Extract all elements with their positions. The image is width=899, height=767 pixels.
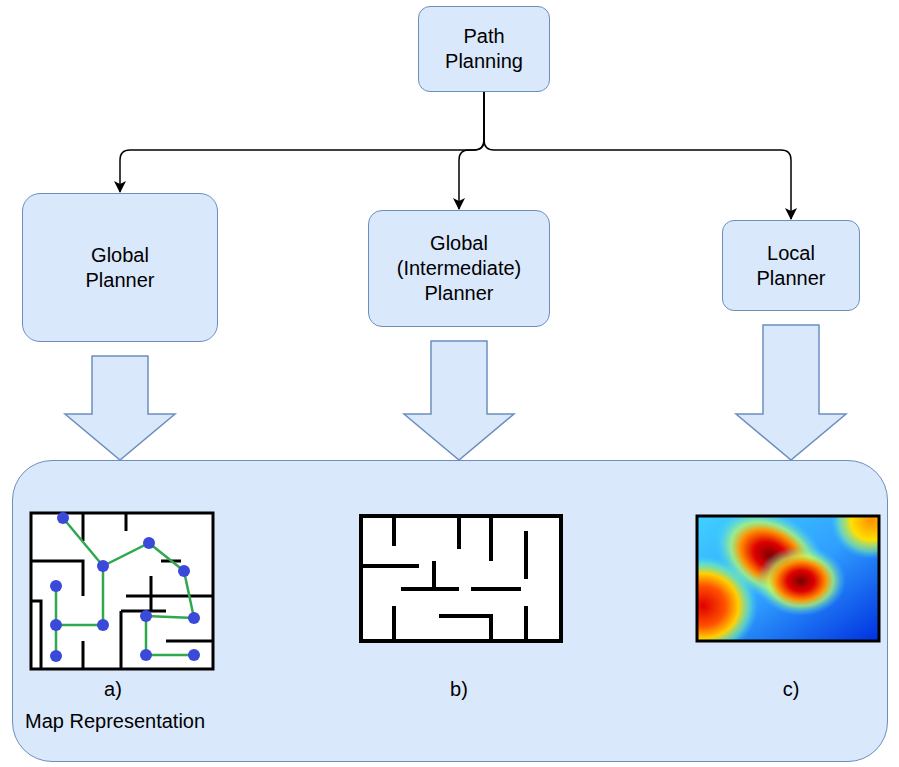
block-arrow — [404, 341, 514, 460]
planner-box: Global (Intermediate) Planner — [368, 210, 550, 327]
node-label: Global (Intermediate) Planner — [384, 231, 534, 306]
planner-box: Path Planning — [418, 6, 550, 92]
node-label: Path Planning — [434, 24, 534, 74]
node-label: Local Planner — [741, 241, 841, 291]
connector-arrow — [120, 92, 484, 192]
block-arrow — [736, 325, 846, 460]
connector-arrow — [459, 92, 484, 209]
sub-figure-label: b) — [450, 677, 468, 701]
map-panel: Map Representation a) b) c) — [12, 460, 888, 762]
node-label: Global Planner — [65, 243, 175, 293]
planner-box: Local Planner — [722, 220, 860, 311]
sub-figure-label: c) — [783, 677, 800, 701]
sub-figure-label: a) — [104, 677, 122, 701]
panel-title: Map Representation — [25, 709, 205, 733]
planner-box: Global Planner — [22, 193, 218, 342]
connector-arrow — [484, 92, 791, 219]
block-arrow — [65, 356, 175, 460]
